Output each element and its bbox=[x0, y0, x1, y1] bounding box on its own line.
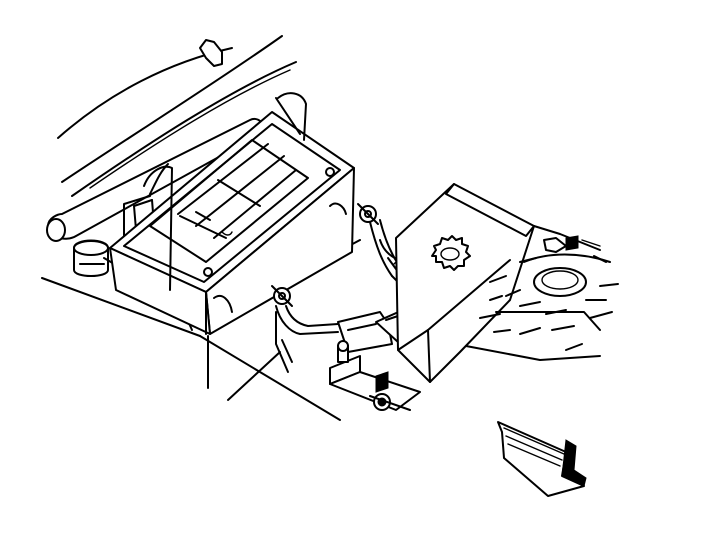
callout-leader-2 bbox=[227, 351, 281, 401]
mounting-post bbox=[73, 239, 109, 277]
battery-side bbox=[109, 247, 211, 335]
washer-reservoir bbox=[395, 183, 535, 383]
negative-cable bbox=[271, 285, 339, 373]
hood-clip bbox=[199, 39, 223, 67]
front-direction-arrow-icon bbox=[497, 421, 587, 497]
hold-down-strap bbox=[143, 92, 307, 291]
callout-leaders bbox=[207, 335, 281, 401]
reservoir-cap bbox=[431, 235, 471, 271]
hold-down-clamp bbox=[329, 340, 421, 411]
inner-fender bbox=[465, 225, 619, 361]
hood-edge bbox=[57, 35, 297, 197]
